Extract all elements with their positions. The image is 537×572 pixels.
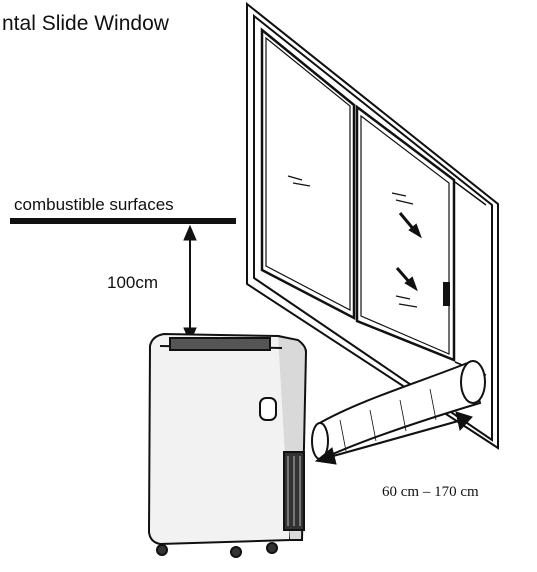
clearance-distance-label: 100cm bbox=[107, 273, 158, 292]
clearance-arrow-icon bbox=[183, 224, 197, 344]
combustible-surface-bar bbox=[10, 218, 236, 224]
air-conditioner-icon bbox=[147, 332, 308, 558]
window-type-title: ntal Slide Window bbox=[2, 12, 170, 35]
window-icon bbox=[246, 1, 499, 450]
double-arrow-icon bbox=[314, 411, 473, 465]
combustible-surfaces-label: combustible surfaces bbox=[14, 195, 174, 214]
hose-length-range-label: 60 cm – 170 cm bbox=[382, 484, 479, 500]
exhaust-hose-icon bbox=[311, 360, 486, 460]
